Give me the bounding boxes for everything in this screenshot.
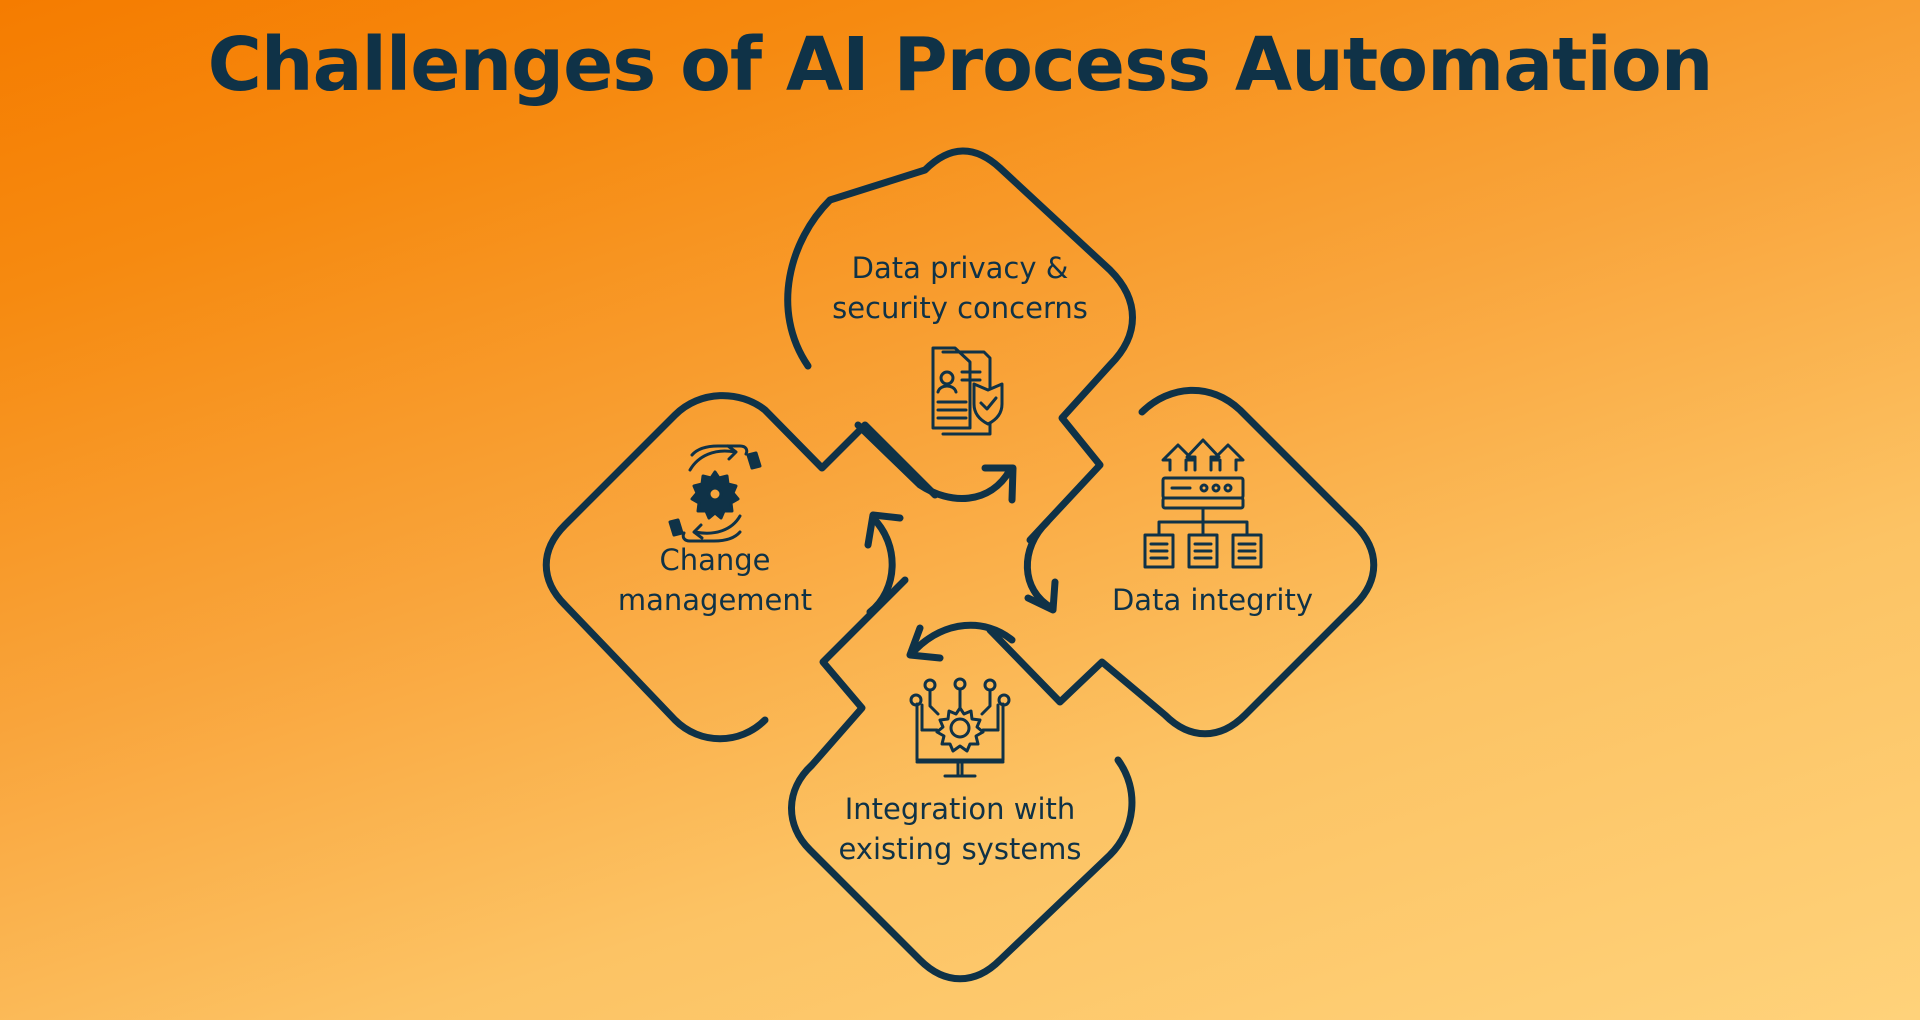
server-network-icon [1143, 438, 1263, 569]
right-petal-outline [986, 386, 1378, 738]
left-petal-outline [542, 392, 939, 743]
hands-gear-icon [668, 444, 762, 543]
challenge-label-data-integrity: Data integrity [1111, 583, 1314, 617]
bottom-petal-outline [788, 576, 1136, 983]
document-shield-icon [931, 346, 1004, 436]
top-petal-outline [784, 147, 1136, 544]
arrowhead-left-top [864, 511, 904, 549]
arrowhead-bottom-left [906, 624, 944, 662]
challenge-label-data-privacy: Data privacy & security concerns [832, 251, 1088, 325]
bottom-petal-inner-curve [911, 621, 1016, 654]
arrowhead-right-bottom [1024, 578, 1059, 614]
monitor-gear-icon [909, 677, 1011, 778]
left-petal-inner-curve [866, 514, 896, 616]
challenge-label-change-management: Change management [617, 543, 813, 617]
challenge-label-integration: Integration with existing systems [838, 792, 1082, 866]
page-title: Challenges of AI Process Automation [207, 22, 1714, 108]
arrowhead-top-right [981, 464, 1017, 504]
